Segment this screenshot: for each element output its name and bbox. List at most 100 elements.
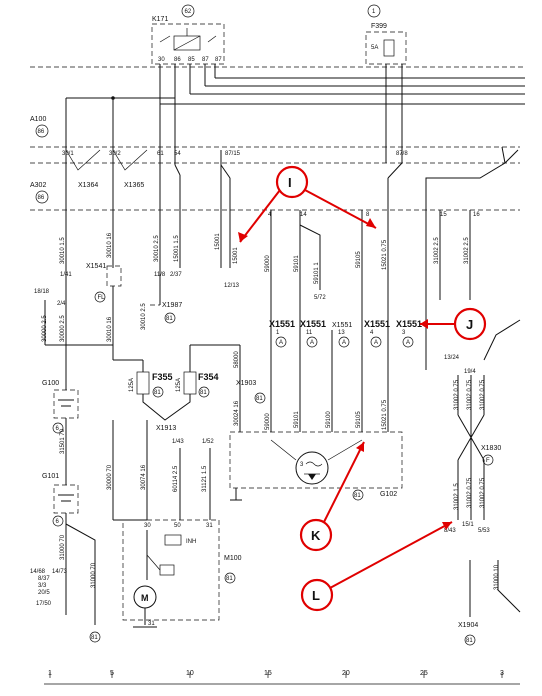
ref-label: 17/50 — [36, 601, 52, 607]
g102-phase: 3 — [300, 462, 304, 468]
fuse-f399: 1 F399 5A — [365, 4, 407, 65]
g102-label: G102 — [380, 491, 397, 498]
ref-label: 3/3 — [38, 583, 47, 589]
f354-rating: 125A — [176, 378, 182, 392]
x1551-label: X1551 — [332, 322, 352, 329]
ref-label: 20/5 — [38, 590, 50, 596]
wire-code: 31000 10 — [494, 564, 500, 590]
wire-code: 30010 16 — [107, 232, 113, 258]
fuse-f355-f354: F355 125A 81 F354 125A 81 X1913 — [113, 344, 240, 432]
g100-label: G100 — [42, 380, 59, 387]
relay-pin: 87 — [215, 57, 222, 63]
pin-label: 61 — [157, 151, 164, 157]
wire-code: 59101 — [294, 255, 300, 272]
wire-code: 31000 70 — [60, 534, 66, 560]
ruler-tick: 5 — [110, 670, 114, 677]
ref-label: 14/68 — [30, 569, 46, 575]
module-a302: A302 86 — [30, 162, 520, 211]
a302-ref: 86 — [38, 195, 45, 201]
wire-code: 30010 16 — [107, 316, 113, 342]
connector-x1903: X1903 81 — [236, 345, 266, 432]
wire-code: 31121 1.5 — [202, 465, 208, 492]
pin-label: 8 — [366, 212, 370, 218]
wire-code: 15001 1.5 — [174, 235, 180, 262]
ref-label: 18/18 — [34, 289, 50, 295]
x1551-ref: A — [310, 340, 314, 346]
a100-ref: 86 — [38, 129, 45, 135]
f354-ref: 81 — [200, 390, 207, 396]
fuse-rating: 5A — [371, 45, 378, 51]
connector-x1541: X1541 FL — [86, 263, 122, 360]
wire-code: 30000 70 — [107, 464, 113, 490]
pin-label: 16 — [473, 212, 480, 218]
g102-ref: 81 — [354, 493, 361, 499]
m100-pin: 31 — [148, 621, 155, 627]
x1551-label: X1551 — [396, 319, 422, 329]
ref-label: 15/1 — [462, 522, 474, 528]
ruler-tick: 10 — [186, 670, 194, 677]
pin-label: 54 — [174, 151, 181, 157]
relay-pin: 30 — [158, 57, 165, 63]
wire-code: 31002 2.5 — [434, 237, 440, 264]
ref-label: 12/13 — [224, 283, 240, 289]
callout-i: I — [238, 165, 377, 243]
wire-code: 30010 2.5 — [141, 303, 147, 330]
x1551-pin: 11 — [306, 330, 313, 336]
m100-inh: INH — [186, 539, 196, 545]
wire-code: 15001 — [215, 233, 221, 250]
wire-code: 59101 — [294, 411, 300, 428]
pin-label: 4 — [268, 212, 272, 218]
x1830-ref: F — [486, 458, 490, 464]
connector-x1904: X1904 81 — [458, 560, 521, 646]
wire-code: 31002 0.75 — [480, 477, 486, 508]
wire-code: 15001 — [233, 247, 239, 264]
wire-code: 59105 — [356, 251, 362, 268]
ref-label: 5/53 — [478, 528, 490, 534]
ref-label: 19/4 — [464, 369, 476, 375]
x1551-label: X1551 — [269, 319, 295, 329]
ref-label: 1/52 — [202, 439, 214, 445]
callout-i-label: I — [288, 175, 292, 190]
x1541-label: X1541 — [86, 263, 106, 270]
wire-code: 15021 0.75 — [382, 239, 388, 270]
relay-pin: 86 — [174, 57, 181, 63]
a100-label: A100 — [30, 116, 46, 123]
x1551-pin: 13 — [338, 330, 345, 336]
x1904-ref: 81 — [466, 638, 473, 644]
connector-x1830: X1830 F — [425, 265, 521, 520]
starter-m100: 30 50 31 INH M M100 81 31 — [122, 519, 242, 627]
x1364-label: X1364 — [78, 182, 98, 189]
m100-pin: 30 — [144, 523, 151, 529]
x1541-ref: FL — [98, 295, 106, 301]
wire-code: 30000 2.5 — [60, 315, 66, 342]
callout-l: L — [300, 521, 453, 612]
m100-ref: 81 — [226, 576, 233, 582]
x1365-label: X1365 — [124, 182, 144, 189]
callout-j-label: J — [466, 317, 473, 332]
x1551-ref: A — [374, 340, 378, 346]
m100-label: M100 — [224, 555, 242, 562]
battery-g101: G101 6 — [42, 473, 79, 527]
ref-label: 2/37 — [170, 272, 182, 278]
wire-code: 59000 — [265, 413, 271, 430]
ruler-tick: 20 — [342, 670, 350, 677]
callout-k-label: K — [311, 528, 321, 543]
wire-code: 59105 — [356, 411, 362, 428]
wire-codes: 30010 1.5 30010 16 30010 2.5 15001 1.5 1… — [42, 232, 500, 590]
m100-pin: 50 — [174, 523, 181, 529]
g101-label: G101 — [42, 473, 59, 480]
wire-code: 58000 — [234, 351, 240, 368]
ref-label: 8/43 — [444, 528, 456, 534]
ref-label: 8/37 — [38, 576, 50, 582]
callout-j: J — [420, 307, 487, 341]
relay-pin: 85 — [188, 57, 195, 63]
ref-label: 5/72 — [314, 295, 326, 301]
ruler-tick: 3 — [500, 670, 504, 677]
connector-row-x1551: X1551 X1551 X1551 X1551 X1551 1 11 13 4 … — [269, 319, 422, 348]
wire-code: 59101 1 — [314, 262, 320, 284]
wire-code: 30010 2.5 — [154, 235, 160, 262]
relay-label: K171 — [152, 16, 168, 23]
x1903-label: X1903 — [236, 380, 256, 387]
